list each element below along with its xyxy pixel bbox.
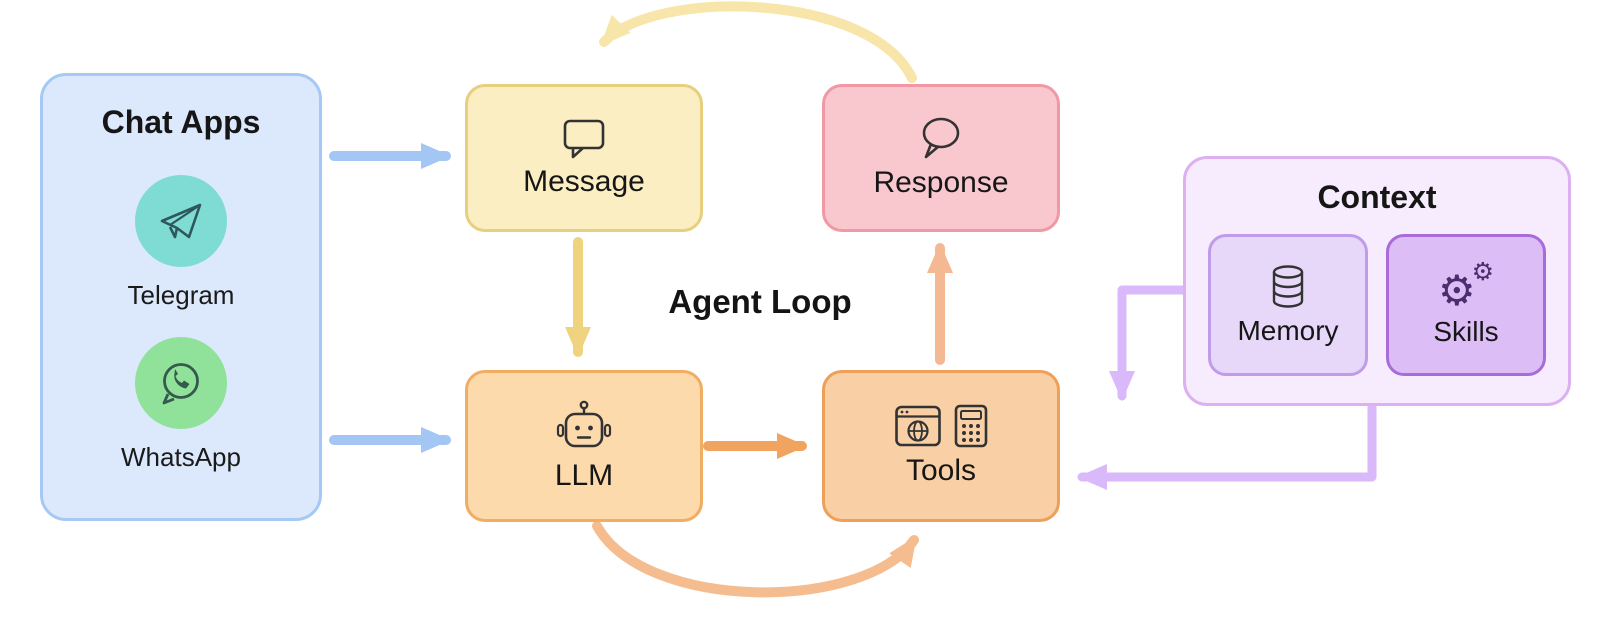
context-title: Context bbox=[1317, 179, 1437, 215]
database-icon bbox=[1272, 265, 1304, 308]
tools-label: Tools bbox=[905, 454, 977, 487]
skills-label: Skills bbox=[1433, 316, 1499, 347]
browser-icon bbox=[895, 405, 941, 447]
agent-loop-title: Agent Loop bbox=[668, 283, 852, 320]
calculator-icon bbox=[954, 404, 988, 448]
message-bubble-icon bbox=[563, 119, 605, 159]
skills-box: ⚙ ⚙ Skills bbox=[1386, 234, 1546, 376]
arrow-context-to-tools-side bbox=[1077, 401, 1377, 490]
telegram-label: Telegram bbox=[127, 280, 235, 310]
tools-icons bbox=[894, 404, 988, 448]
chat-apps-panel: Chat Apps Telegram WhatsApp bbox=[40, 73, 322, 521]
telegram-icon bbox=[135, 175, 227, 267]
arrow-context-to-tools-top bbox=[1109, 285, 1188, 401]
tools-node: Tools bbox=[822, 370, 1060, 522]
whatsapp-label: WhatsApp bbox=[121, 442, 241, 472]
arrow-response-to-message-curve bbox=[599, 1, 917, 83]
whatsapp-phone-icon bbox=[162, 363, 199, 405]
message-node: Message bbox=[465, 84, 703, 232]
context-panel: Context Memory ⚙ ⚙ Skills bbox=[1183, 156, 1571, 406]
llm-label: LLM bbox=[554, 459, 614, 492]
chat-apps-title: Chat Apps bbox=[101, 104, 261, 140]
context-row: Memory ⚙ ⚙ Skills bbox=[1208, 234, 1546, 376]
whatsapp-icon bbox=[135, 337, 227, 429]
gears-icon: ⚙ ⚙ bbox=[1438, 257, 1494, 315]
arrow-llm-to-tools-curve bbox=[592, 521, 919, 598]
memory-label: Memory bbox=[1237, 315, 1339, 346]
response-label: Response bbox=[873, 166, 1009, 199]
message-label: Message bbox=[523, 165, 645, 198]
telegram-plane-icon bbox=[160, 203, 202, 239]
robot-icon bbox=[556, 400, 612, 448]
response-node: Response bbox=[822, 84, 1060, 232]
llm-node: LLM bbox=[465, 370, 703, 522]
memory-box: Memory bbox=[1208, 234, 1368, 376]
response-bubble-icon bbox=[922, 117, 960, 159]
